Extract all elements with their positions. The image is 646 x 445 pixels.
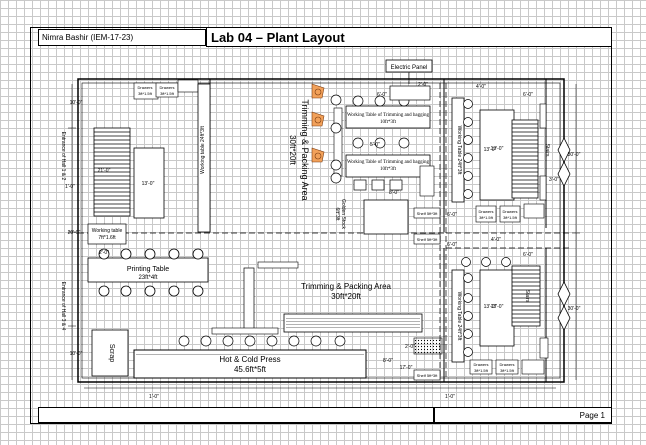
drawers-label-1: Drawers bbox=[479, 209, 494, 214]
dim-right-6-low: 6'-0" bbox=[447, 242, 457, 248]
dim-lower-2: 2'-0" bbox=[405, 344, 415, 350]
dim-top-6-b: 6'-0" bbox=[523, 92, 533, 98]
dim-bottom-1-left: 1'-0" bbox=[149, 394, 159, 400]
dim-top-6-a: 6'-0" bbox=[377, 92, 387, 98]
working-table-right-bottom-label: Working Table 24ft*3ft bbox=[456, 292, 462, 341]
dimension-lines bbox=[68, 84, 580, 389]
dim-top-5: 5'-0" bbox=[370, 142, 380, 148]
printing-table-label: Printing Table bbox=[127, 266, 169, 273]
working-table-left bbox=[197, 83, 211, 233]
golden-stock-size: 6ft*3ft bbox=[334, 207, 340, 221]
working-table-small-label: Working table bbox=[92, 228, 123, 234]
working-table-left-label: Working table 24ft*3ft bbox=[200, 126, 206, 174]
dim-right-30-top: 30'-0" bbox=[568, 152, 581, 158]
dim-right-30-bottom: 30'-0" bbox=[568, 306, 581, 312]
rack-label-bottom: 13'-0" bbox=[491, 304, 504, 310]
electric-panel-label: Electric Panel bbox=[391, 65, 428, 71]
printing-table-size: 23ft*4ft bbox=[138, 275, 157, 281]
bench-seats bbox=[353, 179, 403, 191]
dim-right-6-bottom: 6'-0" bbox=[523, 252, 533, 258]
dim-right-6-mid: 6'-0" bbox=[447, 212, 457, 218]
shelf-label-1: Shelf 5ft*3ft bbox=[417, 211, 439, 216]
shelf-upper bbox=[413, 207, 441, 219]
working-table-1-label: Working Table of Trimming and bagging bbox=[347, 113, 430, 118]
hot-cold-press-size: 45.6ft*5ft bbox=[234, 365, 267, 374]
electric-panel bbox=[385, 59, 433, 101]
trimming-upper-size: 30ft*20ft bbox=[288, 135, 297, 166]
working-table-1-size: 10ft*3ft bbox=[380, 120, 397, 125]
right-top-hall bbox=[419, 97, 547, 223]
page-title: Lab 04 – Plant Layout bbox=[206, 27, 612, 47]
dim-21-left: 21'-0" bbox=[98, 168, 111, 174]
golden-stock-label: Golden Stock bbox=[340, 199, 346, 230]
dim-bottom-1-right: 1'-0" bbox=[445, 394, 455, 400]
entrance-top-stairs bbox=[93, 127, 165, 219]
rack-label-top: 13'-0" bbox=[491, 146, 504, 152]
dim-lower-17: 17'-0" bbox=[400, 365, 413, 371]
dim-top-2: 2'-0" bbox=[418, 82, 428, 88]
drawers-size-3: 3ft*1.5ft bbox=[474, 368, 489, 373]
working-table-2-label: Working Table of Trimming and bagging bbox=[347, 160, 430, 165]
upper-working-tables bbox=[333, 105, 431, 178]
trimming-lower-label: Trimming & Packing Area bbox=[301, 282, 392, 291]
dim-left-10-top: 10'-0" bbox=[70, 100, 83, 106]
printing-table-area bbox=[87, 248, 209, 297]
drawers-label-4: Drawers bbox=[500, 362, 515, 367]
drawers-size-5: 3ft*1.5ft bbox=[138, 91, 153, 96]
drawers-label-6: Drawers bbox=[160, 85, 175, 90]
window-bottom-right bbox=[557, 281, 571, 331]
drawers-label-3: Drawers bbox=[474, 362, 489, 367]
hot-cold-press-label: Hot & Cold Press bbox=[219, 355, 280, 364]
dim-13-left: 13'-0" bbox=[142, 181, 155, 187]
drawers-top-left bbox=[133, 79, 199, 100]
scrap-label: Scrap bbox=[108, 344, 115, 362]
worker-chairs bbox=[330, 94, 410, 184]
page-number: Page 1 bbox=[434, 407, 612, 423]
working-table-small-size: 7ft*1.6ft bbox=[98, 235, 116, 241]
dim-left-20: 20'-0" bbox=[68, 230, 81, 236]
drawers-size-6: 3ft*1.5ft bbox=[160, 91, 175, 96]
dim-right-13-top: 13'-0" bbox=[484, 147, 497, 153]
footer-blank-cell bbox=[38, 407, 434, 423]
shelf-label-2: Shelf 5ft*3ft bbox=[417, 237, 439, 242]
author-cell: Nimra Bashir (IEM-17-23) bbox=[38, 29, 206, 46]
shelf-label-3: Shelf 5ft*3ft bbox=[417, 373, 439, 378]
dim-left-1: 1'-0" bbox=[65, 184, 75, 190]
shelf-upper-2 bbox=[413, 233, 441, 245]
window-top-right bbox=[557, 137, 571, 187]
dim-upper-8: 8'-0" bbox=[389, 190, 399, 196]
dim-right-3: 3'-0" bbox=[549, 177, 559, 183]
dim-left-10-bottom: 10'-0" bbox=[70, 351, 83, 357]
dim-lower-8: 8'-0" bbox=[383, 358, 393, 364]
working-table-right-top-label: Working Table 24ft*3ft bbox=[456, 126, 462, 175]
entrance-top-label: Entrance of Hall 1 & 2 bbox=[60, 132, 66, 181]
worker-figures bbox=[311, 83, 325, 163]
right-bottom-hall bbox=[413, 257, 549, 381]
drawers-size-1: 3ft*1.5ft bbox=[479, 215, 494, 220]
scrap-area bbox=[91, 329, 129, 377]
entrance-bottom-label: Entrance of Hall 3 & 4 bbox=[60, 282, 66, 331]
working-table-small bbox=[87, 223, 127, 245]
golden-stock bbox=[363, 199, 409, 235]
hot-cold-press bbox=[133, 335, 367, 379]
lower-conveyor bbox=[211, 261, 423, 335]
working-table-2-size: 10ft*3ft bbox=[380, 167, 397, 172]
trimming-lower-size: 30ft*20ft bbox=[331, 292, 362, 301]
drawers-label-2: Drawers bbox=[503, 209, 518, 214]
stairs-label-bottom: Stairs bbox=[524, 290, 530, 303]
drawers-size-2: 3ft*1.5ft bbox=[503, 215, 518, 220]
stairs-label-top: Stairs bbox=[544, 144, 550, 157]
dim-right-4-mid: 4'-0" bbox=[491, 237, 501, 243]
dim-left-2: 2'-0" bbox=[99, 250, 109, 256]
trimming-upper-label: Trimming & Packing Area bbox=[300, 99, 310, 200]
dim-right-13-bottom: 13'-0" bbox=[484, 304, 497, 310]
drawers-label-5: Drawers bbox=[138, 85, 153, 90]
building-outer-wall bbox=[77, 78, 565, 383]
dim-top-4: 4'-0" bbox=[476, 84, 486, 90]
drawers-size-4: 3ft*1.5ft bbox=[500, 368, 515, 373]
